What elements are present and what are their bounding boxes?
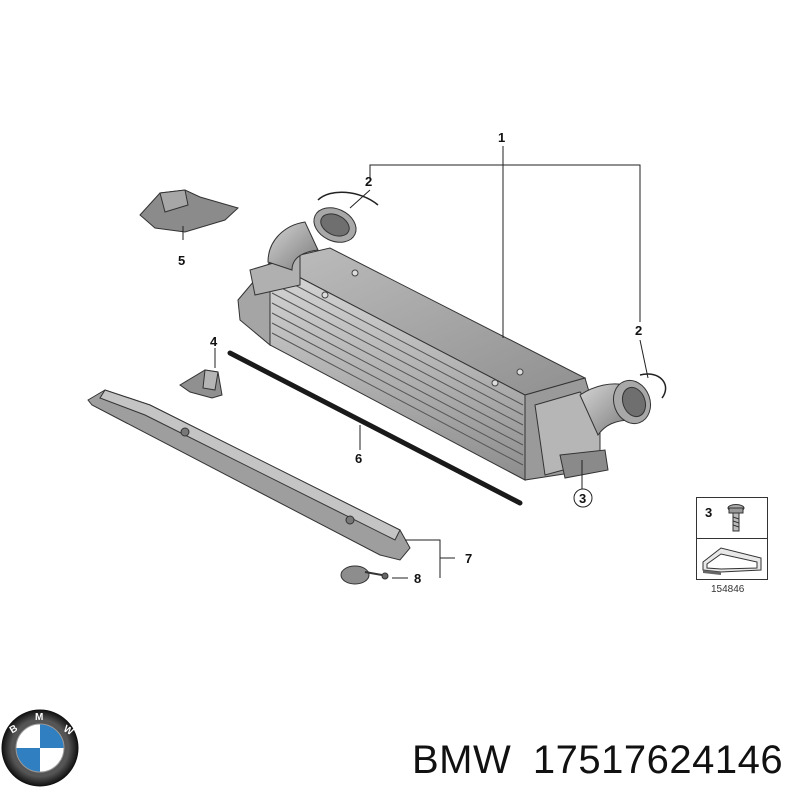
callout-2-top: 2 [365,174,372,189]
screw-icon [727,504,745,532]
leader-lines [182,146,649,579]
intercooler [237,247,609,481]
brand-name: BMW [412,738,512,782]
callout-3-ring [573,488,593,508]
seal-strip [227,350,523,506]
cooler-fins [271,272,524,466]
callout-6: 6 [355,451,362,466]
callout-4: 4 [210,334,218,349]
callout-1: 1 [498,130,505,145]
legend-box: 3 [696,497,768,580]
clip-right [639,373,667,399]
svg-text:B: B [8,723,20,736]
legend-divider [697,538,767,539]
air-deflector-part [87,389,411,561]
diagram-reference-number: 154846 [711,584,745,595]
part-number: 17517624146 [532,738,784,782]
svg-text:M: M [35,712,43,723]
callout-5: 5 [178,253,185,268]
fastener-detail-icon [702,547,762,575]
outlet-pipe [579,379,652,437]
bracket-part [179,369,223,399]
callout-8: 8 [414,571,421,586]
clip-top [317,191,379,206]
bmw-logo: B M W [1,709,79,787]
clip-part [340,565,389,585]
callout-7: 7 [465,551,472,566]
callout-3: 3 [579,491,586,506]
part-label: BMW 17517624146 [412,738,783,783]
legend-number: 3 [705,505,713,520]
callout-2-right: 2 [635,323,642,338]
inlet-pipe [267,207,357,271]
air-guide-part [139,189,239,233]
